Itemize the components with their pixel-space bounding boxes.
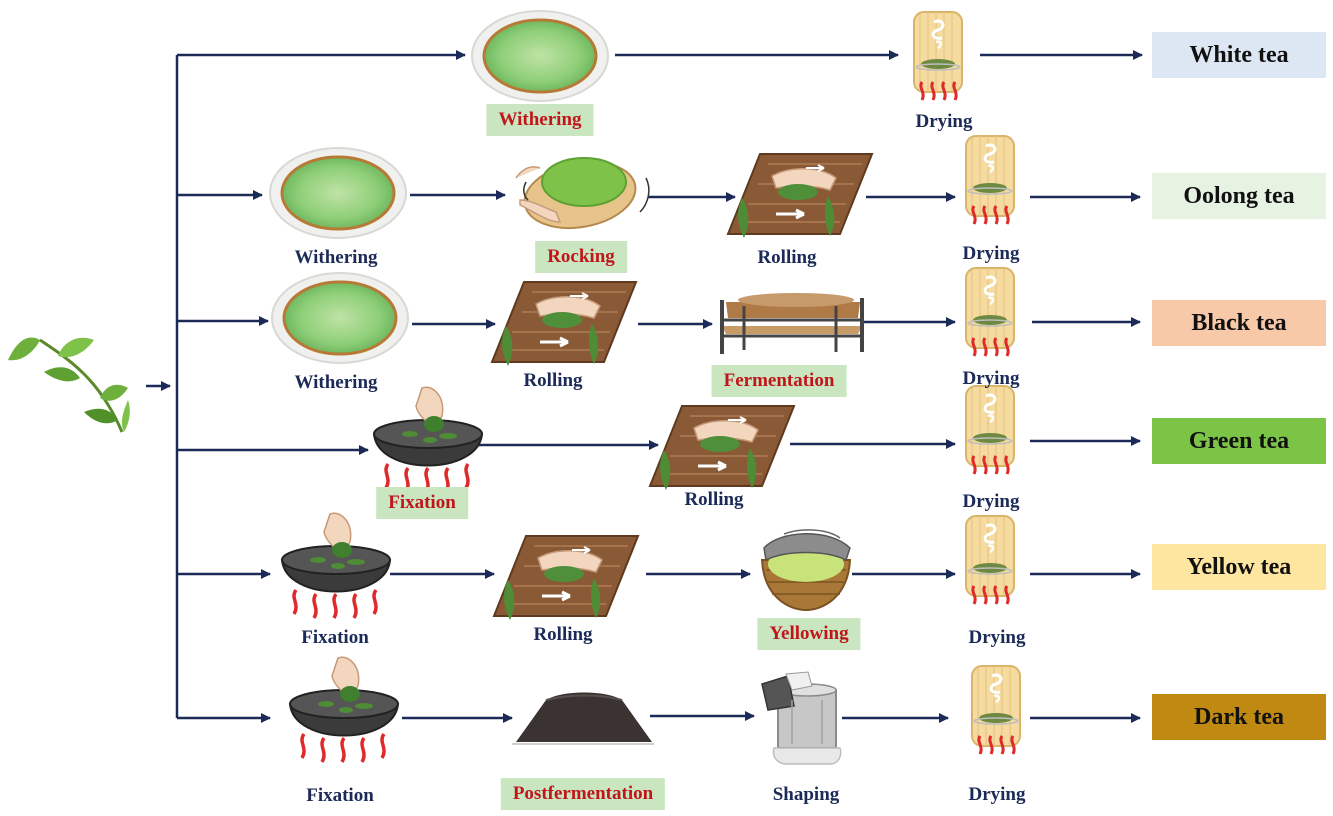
drying-basket-icon <box>964 134 1016 226</box>
step-label-rocking: Rocking <box>535 241 627 273</box>
withering-plate-icon <box>470 9 610 103</box>
step-label-drying: Drying <box>962 368 1020 389</box>
result-oolong-tea: Oolong tea <box>1152 173 1326 219</box>
step-label-drying: Drying <box>962 491 1020 512</box>
drying-basket-icon <box>912 10 964 102</box>
result-green-tea: Green tea <box>1152 418 1326 464</box>
step-label-drying: Drying <box>968 627 1026 648</box>
step-label-rolling: Rolling <box>523 370 583 391</box>
step-label-fixation: Fixation <box>376 487 468 519</box>
step-label-fixation: Fixation <box>306 785 374 806</box>
drying-basket-icon <box>970 664 1022 756</box>
rolling-board-icon <box>492 534 640 622</box>
drying-basket-icon <box>964 514 1016 606</box>
result-white-tea: White tea <box>1152 32 1326 78</box>
step-label-withering: Withering <box>294 247 378 268</box>
step-label-drying: Drying <box>968 784 1026 805</box>
step-label-rolling: Rolling <box>757 247 817 268</box>
fixation-wok-icon <box>280 511 392 620</box>
step-label-fermentation: Fermentation <box>711 365 847 397</box>
tea-leaf-sprig-icon <box>8 337 130 433</box>
step-label-shaping: Shaping <box>772 784 840 805</box>
rolling-board-icon <box>648 404 796 492</box>
flow-arrows <box>146 50 1143 723</box>
withering-plate-icon <box>270 271 410 365</box>
fermentation-rack-icon <box>720 293 864 354</box>
step-label-withering: Withering <box>486 104 594 136</box>
rolling-board-icon <box>490 280 638 368</box>
step-label-yellowing: Yellowing <box>757 618 861 650</box>
fixation-wok-icon <box>372 385 484 494</box>
drying-basket-icon <box>964 384 1016 476</box>
fixation-wok-icon <box>288 655 400 764</box>
rocking-sieve-icon <box>515 157 650 229</box>
yellowing-basket-icon <box>760 529 852 612</box>
result-black-tea: Black tea <box>1152 300 1326 346</box>
step-label-drying: Drying <box>962 243 1020 264</box>
result-yellow-tea: Yellow tea <box>1152 544 1326 590</box>
rolling-board-icon <box>726 152 874 240</box>
drying-basket-icon <box>964 266 1016 358</box>
step-label-rolling: Rolling <box>533 624 593 645</box>
shaping-press-icon <box>761 671 842 765</box>
step-label-drying: Drying <box>915 111 973 132</box>
postfermentation-pile-icon <box>512 692 654 745</box>
result-dark-tea: Dark tea <box>1152 694 1326 740</box>
withering-plate-icon <box>268 146 408 240</box>
step-label-postfermentation: Postfermentation <box>500 778 666 810</box>
step-label-rolling: Rolling <box>684 489 744 510</box>
step-label-withering: Withering <box>294 372 378 393</box>
step-label-fixation: Fixation <box>301 627 369 648</box>
